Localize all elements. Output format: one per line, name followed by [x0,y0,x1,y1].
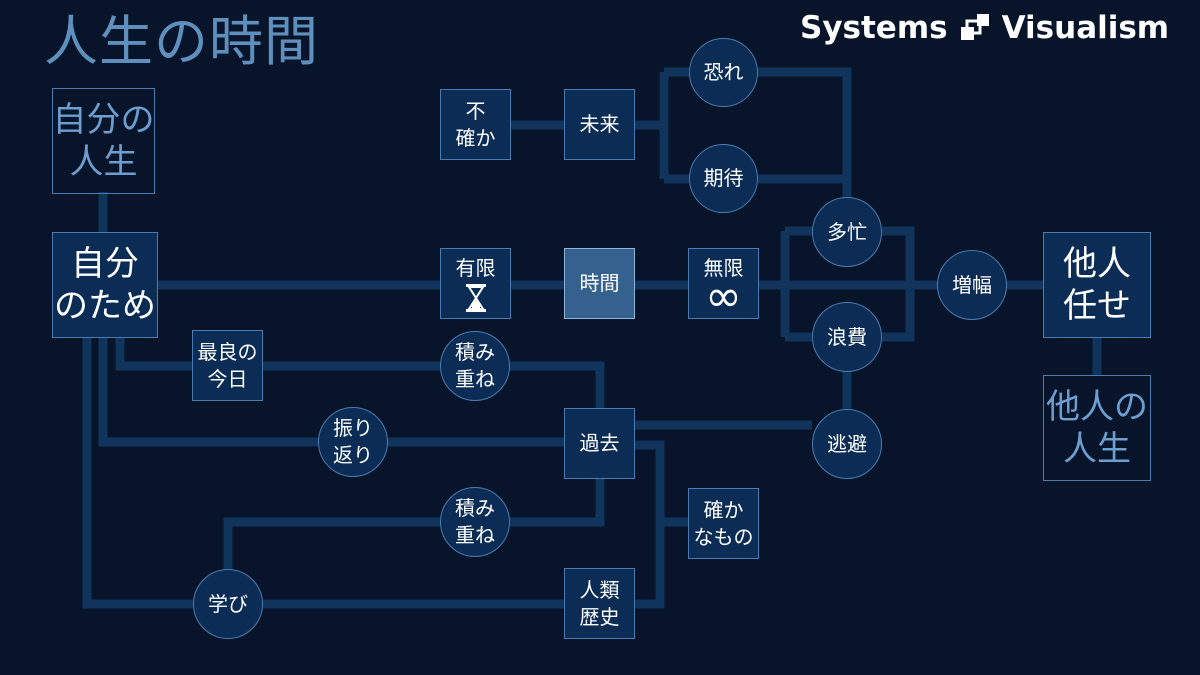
connector [115,338,192,371]
node-yuugen: 有限 [440,248,511,319]
brand-name-right: Visualism [1001,10,1170,46]
connector [510,361,605,408]
connector [758,67,852,199]
node-furikaeri: 振り 返り [318,407,388,477]
hourglass-icon [465,284,486,312]
node-manabi: 学び [193,569,263,639]
node-sairyou-no-kyou: 最良の 今日 [192,330,263,401]
node-tsumikasane-1: 積み 重ね [440,331,510,401]
infinity-icon: ∞ [705,271,742,322]
node-tashika-na-mono: 確か なもの [688,488,759,559]
node-osore: 恐れ [689,38,758,107]
node-tabou: 多忙 [812,197,882,267]
connector [882,226,915,342]
node-zoufuku: 増幅 [937,250,1007,320]
connector [98,338,319,447]
connector [82,338,193,609]
node-kako: 過去 [564,408,635,479]
page-title: 人生の時間 [44,10,319,73]
node-kitai: 期待 [689,144,758,213]
connector [510,479,605,527]
connector [635,440,665,609]
brand-name-left: Systems [800,10,948,46]
node-jibun-no-tame: 自分 のため [52,232,158,338]
node-jinrui-rekishi: 人類 歴史 [564,568,635,639]
systems-logo-icon [960,14,989,40]
node-tanin-no-jinsei: 他人の 人生 [1043,375,1151,481]
brand-logo: Systems Visualism [800,8,1169,48]
connector [223,517,440,570]
node-futashika: 不 確か [440,89,511,160]
node-jibun-no-jinsei: 自分の 人生 [52,88,155,194]
node-tsumikasane-2: 積み 重ね [440,487,510,557]
node-jikan: 時間 [564,248,635,319]
node-mirai: 未来 [564,89,635,160]
node-rouhi: 浪費 [812,302,882,372]
node-tanin-makase: 他人 任せ [1043,232,1151,338]
node-mugen: 無限 ∞ [688,248,759,319]
node-touhi: 逃避 [812,409,882,479]
